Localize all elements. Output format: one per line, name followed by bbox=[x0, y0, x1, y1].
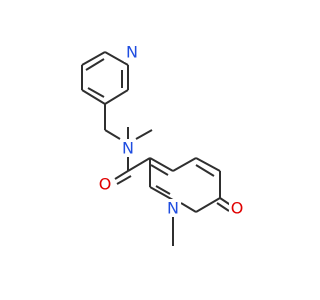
pyridine-bond-1-inner bbox=[85, 58, 105, 71]
pyridone-bond-6 bbox=[149, 186, 174, 201]
pyridine-n-label: N bbox=[126, 43, 138, 62]
pyridine-bond-6 bbox=[104, 89, 129, 105]
pyridone-bond-3 bbox=[172, 157, 197, 172]
pyridone-bond-8 bbox=[195, 197, 221, 213]
oxo-o-bg bbox=[229, 198, 245, 216]
pyridine-bond-5-inner bbox=[87, 87, 105, 98]
ring-n-bg bbox=[165, 199, 181, 217]
amide-n-label: N bbox=[122, 139, 134, 158]
pyridone-bond-7 bbox=[180, 202, 197, 213]
pyridone-bond-6-inner bbox=[155, 185, 171, 195]
molecule-structure: N N O N O bbox=[81, 43, 245, 246]
pyridine-n-bg bbox=[124, 44, 140, 62]
pyridine-bond-2 bbox=[104, 51, 129, 66]
oxo-bond-inner bbox=[216, 202, 230, 212]
pyridone-bond-4-inner bbox=[195, 164, 215, 177]
ring-n-label: N bbox=[167, 199, 179, 218]
amide-n-bond-right bbox=[135, 129, 153, 140]
carbonyl-bond-inner bbox=[116, 175, 132, 185]
amide-n-bg bbox=[120, 139, 136, 157]
carbonyl-to-ring bbox=[127, 157, 151, 172]
pyridine-ring bbox=[81, 51, 129, 105]
carbonyl-o-bg bbox=[97, 176, 113, 194]
pyridine-bond-1 bbox=[81, 51, 106, 66]
atom-labels: N N O N O bbox=[97, 43, 245, 218]
pyridone-ring bbox=[149, 157, 233, 246]
carbonyl-bond-outer bbox=[114, 170, 129, 180]
pyridine-bond-5 bbox=[81, 89, 106, 105]
carbonyl-o-label: O bbox=[99, 175, 112, 194]
pyridone-bond-1-inner bbox=[150, 164, 169, 176]
oxo-o-label: O bbox=[231, 199, 244, 218]
pyridone-bond-1 bbox=[149, 157, 174, 172]
amide-n-bond-left bbox=[104, 129, 121, 140]
pyridone-bond-4 bbox=[195, 157, 221, 172]
